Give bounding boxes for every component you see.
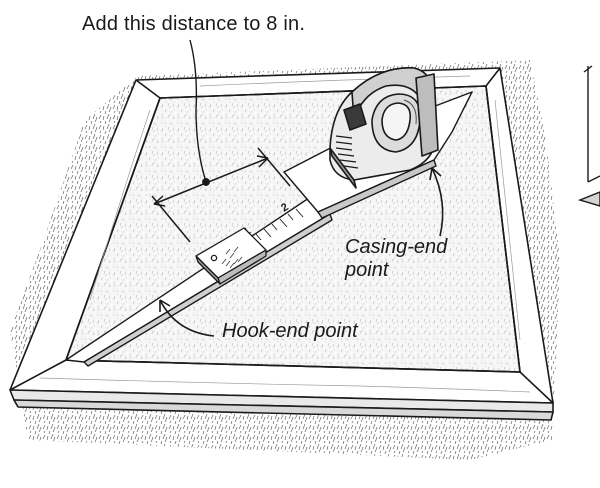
tape-hook-block xyxy=(195,227,267,285)
distance-leader-line xyxy=(189,39,207,183)
hook-end-pointer xyxy=(159,299,215,337)
distance-note-label: Add this distance to 8 in. xyxy=(82,13,306,35)
casing-end-label: Casing-end point xyxy=(345,236,447,282)
tape-number-2: 2 xyxy=(279,201,291,214)
partial-object-right xyxy=(577,65,600,207)
hook-end-label: Hook-end point xyxy=(222,320,358,342)
casing-end-label-line2: point xyxy=(345,259,389,281)
tape-measure-housing xyxy=(329,67,439,189)
casing-end-pointer xyxy=(429,167,444,237)
casing-end-label-line1: Casing-end xyxy=(345,236,448,258)
